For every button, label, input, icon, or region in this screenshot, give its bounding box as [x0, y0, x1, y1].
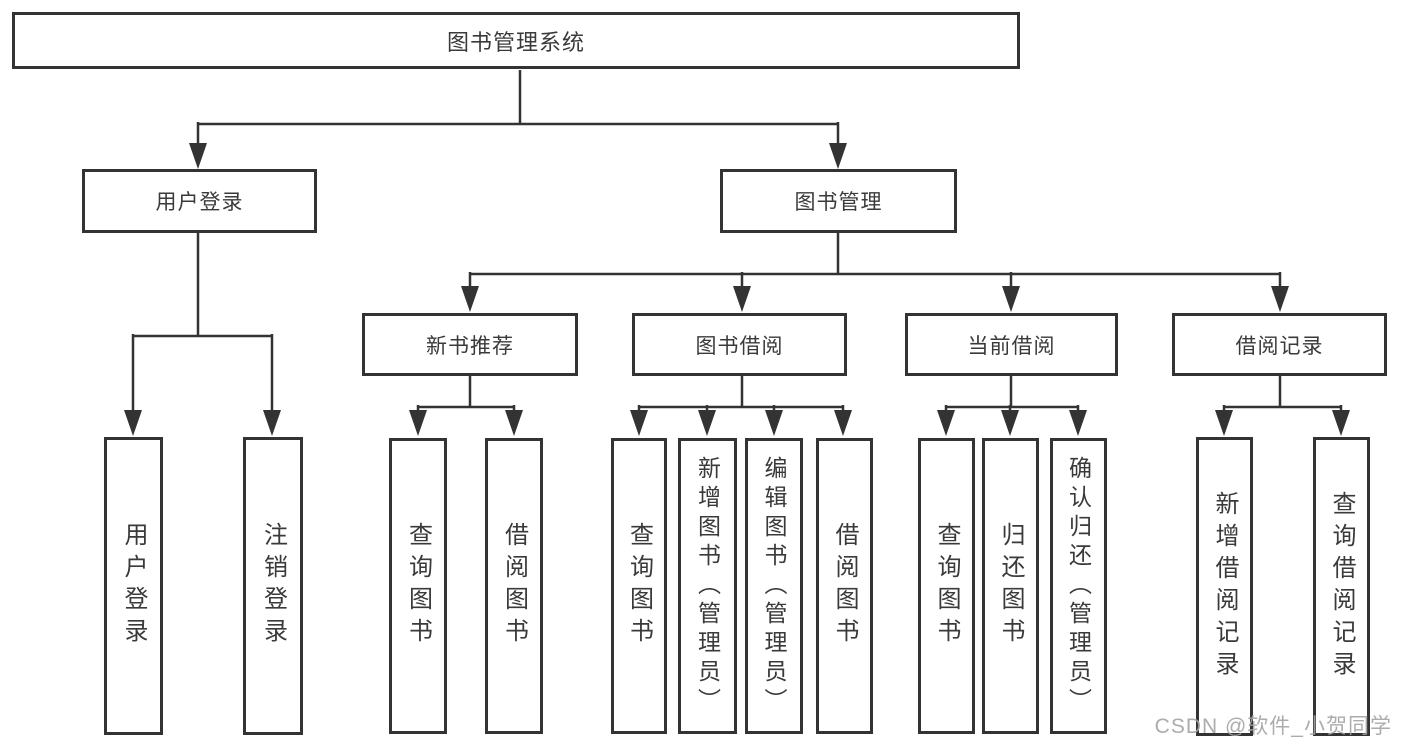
node-book-borrowing: 图书借阅 [632, 313, 847, 376]
leaf-borrow-book-rec: 借阅图书 [485, 438, 543, 734]
node-new-book-recommendation: 新书推荐 [362, 313, 578, 376]
leaf-confirm-return-admin: 确认归还（管理员） [1050, 438, 1107, 734]
node-borrowing-records: 借阅记录 [1172, 313, 1387, 376]
leaf-borrow-book: 借阅图书 [816, 438, 873, 734]
leaf-edit-book-admin: 编辑图书（管理员） [745, 438, 803, 734]
node-root-system: 图书管理系统 [12, 12, 1020, 69]
node-current-borrowing: 当前借阅 [905, 313, 1118, 376]
node-user-login-branch: 用户登录 [82, 169, 317, 233]
leaf-query-borrow-record: 查询借阅记录 [1313, 437, 1370, 736]
leaf-add-book-admin: 新增图书（管理员） [678, 438, 737, 734]
leaf-user-login: 用户登录 [104, 437, 163, 735]
leaf-query-book-rec: 查询图书 [389, 438, 447, 734]
leaf-query-book-borrow: 查询图书 [611, 438, 667, 734]
leaf-add-borrow-record: 新增借阅记录 [1196, 437, 1253, 736]
csdn-watermark: CSDN @软件_小贺同学 [1154, 715, 1392, 738]
node-book-management-branch: 图书管理 [720, 169, 957, 233]
leaf-return-book: 归还图书 [982, 438, 1039, 734]
leaf-query-book-current: 查询图书 [918, 438, 975, 734]
leaf-logout: 注销登录 [243, 437, 303, 735]
